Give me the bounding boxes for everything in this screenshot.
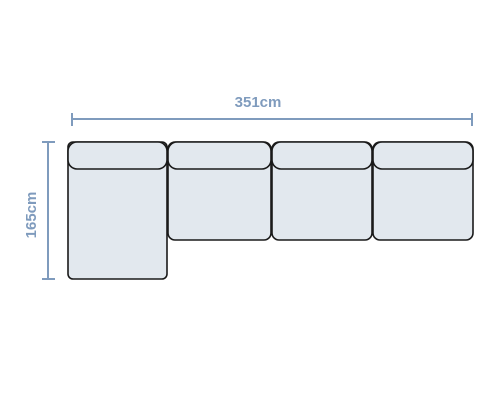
depth-dimension-label: 165cm xyxy=(23,192,40,239)
sofa-module-seat-1 xyxy=(167,141,272,241)
chaise-backrest xyxy=(67,141,168,170)
width-dimension: 351cm xyxy=(71,94,473,126)
sofa-outline xyxy=(67,141,474,280)
seat-3-backrest xyxy=(372,141,474,170)
seat-2-backrest xyxy=(271,141,373,170)
sofa-module-chaise xyxy=(67,141,168,280)
sofa-module-seat-3 xyxy=(372,141,474,241)
width-dimension-label: 351cm xyxy=(235,94,282,111)
sofa-module-seat-2 xyxy=(271,141,373,241)
seat-1-backrest xyxy=(167,141,272,170)
depth-dimension: 165cm xyxy=(23,141,55,280)
